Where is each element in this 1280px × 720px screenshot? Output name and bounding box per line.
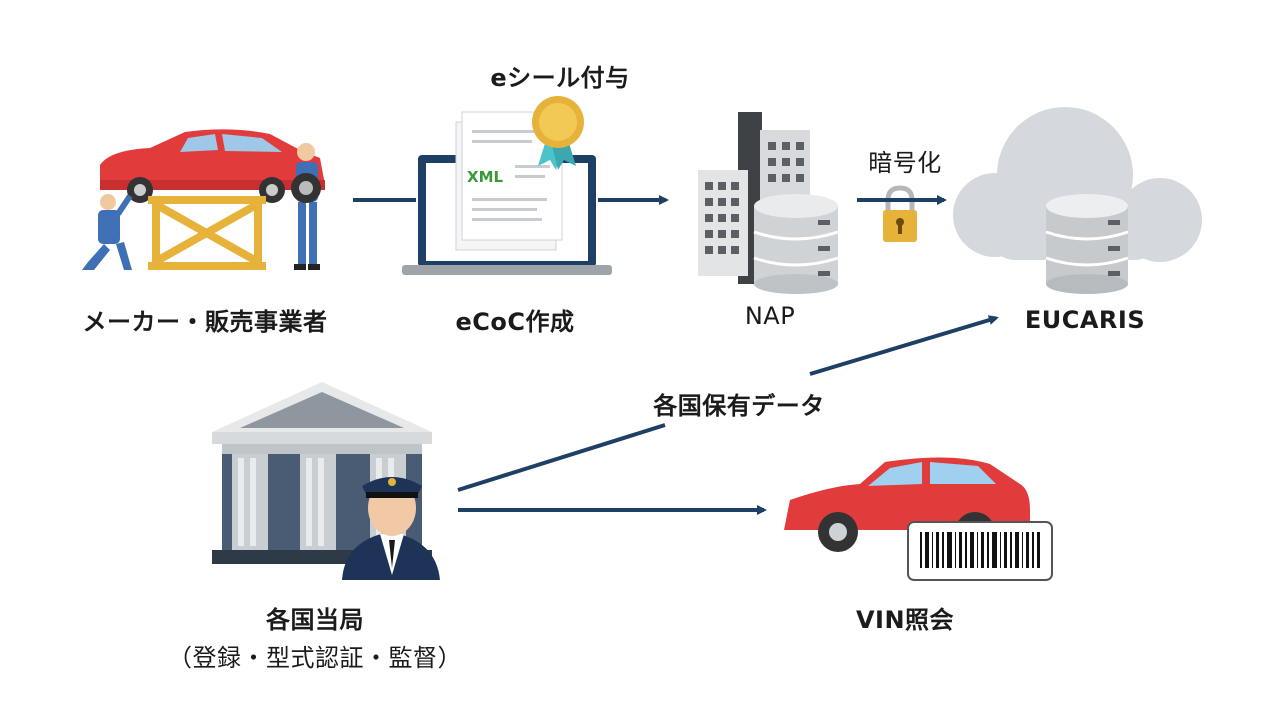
ecoc-label: eCoC作成 (455, 308, 575, 336)
cloud-database-icon (953, 107, 1202, 294)
encrypt-label: 暗号化 (868, 149, 942, 177)
mechanic-car-lift-icon (82, 129, 325, 270)
nap-label: NAP (744, 302, 796, 330)
authority-label: 各国当局 (266, 606, 364, 634)
laptop-document-icon: XML (402, 111, 612, 275)
vin-label: VIN照会 (855, 606, 955, 634)
barcode-icon (907, 521, 1053, 581)
national-data-label: 各国保有データ (628, 384, 850, 423)
server-building-icon (698, 112, 839, 294)
xml-badge: XML (467, 168, 503, 186)
maker-label: メーカー・販売事業者 (82, 308, 328, 336)
officer-icon (342, 477, 440, 580)
government-building-icon (212, 382, 432, 564)
authority-sub-label: （登録・型式認証・監督） (168, 644, 462, 672)
arrow-authority-to-national (457, 423, 666, 492)
padlock-icon (883, 185, 917, 242)
seal-badge-icon (532, 96, 584, 170)
flow-arrows (353, 195, 999, 515)
eucaris-label: EUCARIS (1024, 306, 1146, 334)
arrow-national-to-eucaris (809, 315, 999, 376)
eseal-label: eシール付与 (490, 64, 630, 92)
